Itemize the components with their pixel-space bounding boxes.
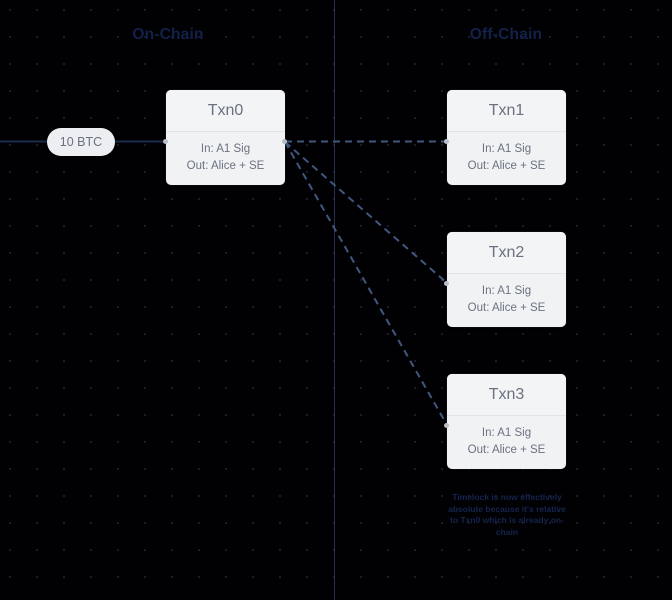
node-txn3[interactable]: Txn3 In: A1 Sig Out: Alice + SE [447,374,566,469]
node-txn2-port-left[interactable] [444,281,449,286]
node-txn3-body: In: A1 Sig Out: Alice + SE [447,416,566,469]
node-txn2-line2: Out: Alice + SE [467,302,546,314]
node-txn3-title: Txn3 [447,374,566,416]
node-txn1-line1: In: A1 Sig [481,143,532,155]
node-txn1[interactable]: Txn1 In: A1 Sig Out: Alice + SE [447,90,566,185]
node-txn3-line1: In: A1 Sig [481,427,532,439]
node-txn2[interactable]: Txn2 In: A1 Sig Out: Alice + SE [447,232,566,327]
edge-txn0-to-txn2 [284,141,448,284]
node-txn3-line2: Out: Alice + SE [467,444,546,456]
edge-label-input-amount[interactable]: 10 BTC [47,128,115,156]
node-txn2-title: Txn2 [447,232,566,274]
annotation-timelock: Timelock is now effectively absolute bec… [448,492,566,537]
node-txn1-line2: Out: Alice + SE [467,160,546,172]
node-txn0-port-left[interactable] [163,139,168,144]
lane-divider [334,0,335,600]
lane-title-off-chain: Off-Chain [469,26,543,43]
node-txn1-title: Txn1 [447,90,566,132]
node-txn0-body: In: A1 Sig Out: Alice + SE [166,132,285,185]
node-txn1-port-left[interactable] [444,139,449,144]
node-txn0[interactable]: Txn0 In: A1 Sig Out: Alice + SE [166,90,285,185]
node-txn2-body: In: A1 Sig Out: Alice + SE [447,274,566,327]
edge-txn0-to-txn3 [284,141,448,426]
node-txn0-title: Txn0 [166,90,285,132]
node-txn1-body: In: A1 Sig Out: Alice + SE [447,132,566,185]
lane-title-on-chain: On-Chain [132,26,204,43]
node-txn2-line1: In: A1 Sig [481,285,532,297]
node-txn3-port-left[interactable] [444,423,449,428]
node-txn0-line2: Out: Alice + SE [186,160,265,172]
node-txn0-line1: In: A1 Sig [200,143,251,155]
node-txn0-port-right[interactable] [282,139,287,144]
